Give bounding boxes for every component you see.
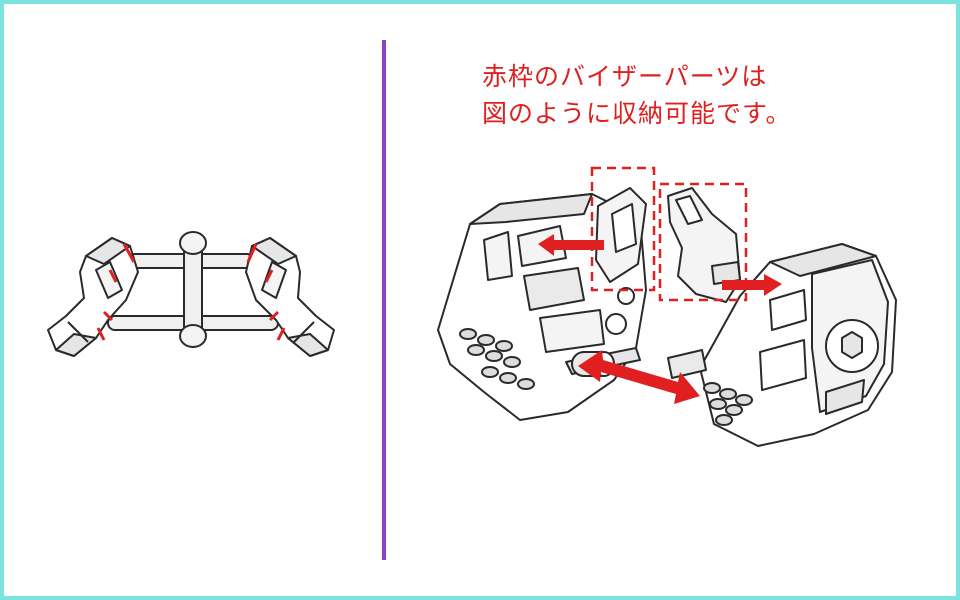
- caption-line-2: 図のように収納可能です。: [482, 99, 792, 128]
- panel-divider: [382, 40, 386, 560]
- direction-arrows: [538, 234, 782, 404]
- caption-text: 赤枠のバイザーパーツは 図のように収納可能です。: [482, 58, 842, 132]
- arrow-join-halves: [578, 350, 700, 404]
- housing-illustration: [437, 187, 897, 447]
- arrow-insert-left: [538, 234, 604, 256]
- visor-part-left: [47, 237, 139, 357]
- highlight-frame-stored: [590, 166, 656, 292]
- vent-holes-right: [703, 382, 753, 426]
- sprue-illustration: [47, 231, 335, 357]
- visor-part-loose: [667, 187, 741, 303]
- visor-part-right: [245, 237, 335, 357]
- housing-half-left: [437, 187, 647, 421]
- vent-holes-left: [459, 328, 535, 390]
- caption-line-1: 赤枠のバイザーパーツは: [482, 62, 768, 91]
- arrow-insert-right: [722, 274, 782, 296]
- gate-cut-marks: [96, 243, 286, 341]
- housing-half-right: [667, 243, 897, 447]
- highlight-frame-loose: [658, 182, 748, 302]
- highlight-frames: [590, 166, 748, 302]
